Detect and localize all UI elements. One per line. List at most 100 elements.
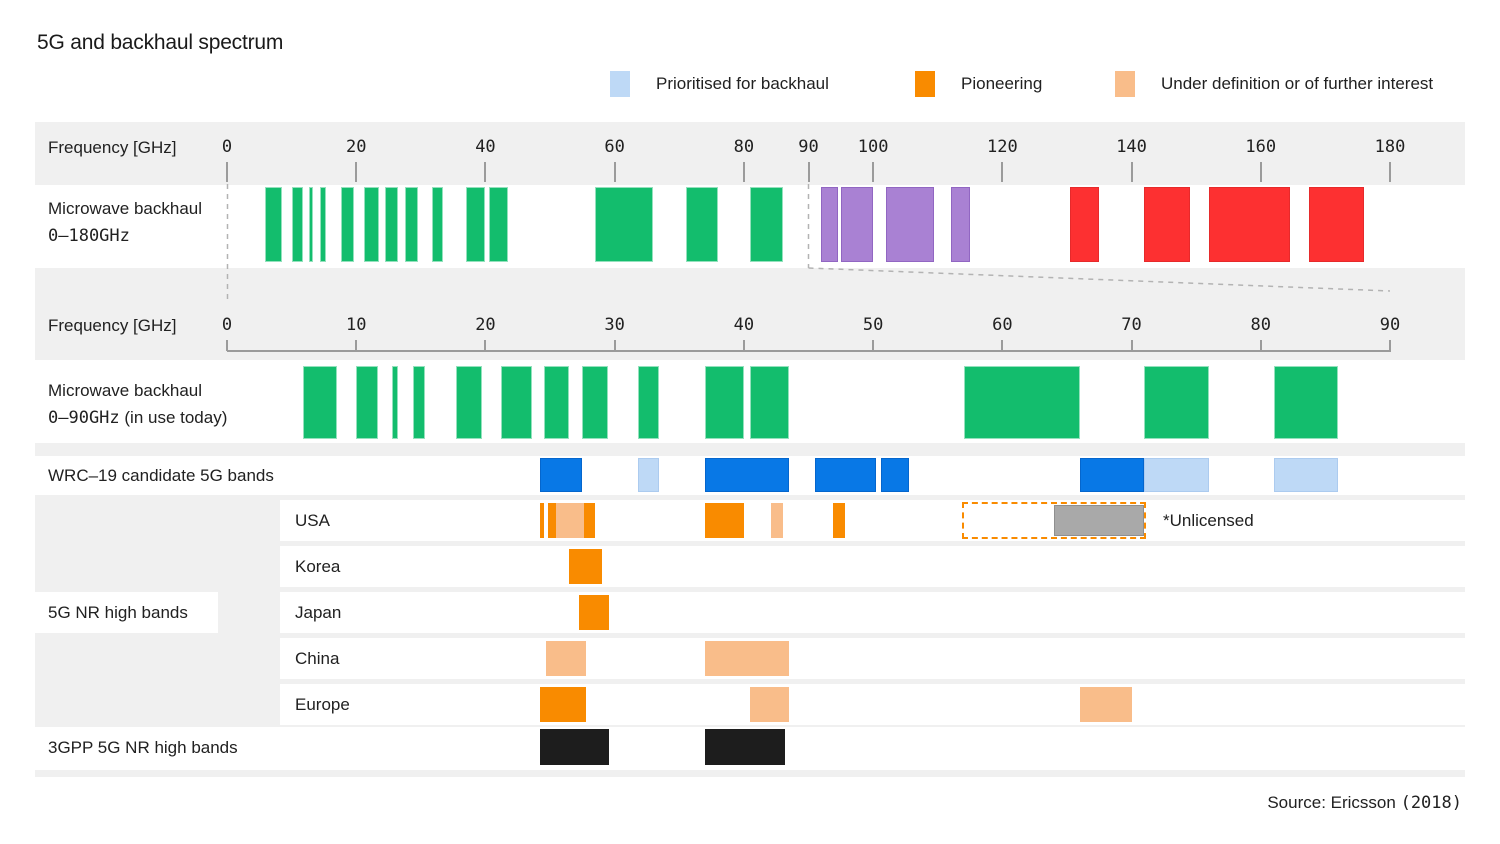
band-mw180-152-164.5ghz <box>1209 187 1290 262</box>
band-mw180-12.75-13.25ghz <box>309 187 313 262</box>
band-mw180-81-86ghz <box>750 187 783 262</box>
band-mw180-92-94.5ghz <box>821 187 838 262</box>
band-mw180-71-76ghz <box>685 187 719 262</box>
legend-label-lightblue: Prioritised for backhaul <box>656 74 829 93</box>
axis-tick-90 <box>1389 340 1391 351</box>
nr-section-label-box: 5G NR high bands <box>35 592 218 633</box>
axis-tick-label-140: 140 <box>1116 137 1147 157</box>
row-label-europe: Europe <box>295 695 350 714</box>
band-mw180-130.5-135ghz <box>1070 187 1100 262</box>
source-text: Source: Ericsson <box>1267 793 1401 812</box>
axis-tick-label-20: 20 <box>345 137 367 157</box>
legend-label-peach: Under definition or of further interest <box>1161 74 1434 93</box>
row-bg-japan <box>280 592 1465 633</box>
axis-tick-30 <box>613 340 616 351</box>
band-wrc-24.25-27.5ghz <box>540 458 583 492</box>
axis-tick-label-180: 180 <box>1374 137 1406 157</box>
axis-tick-label-100: 100 <box>857 137 889 157</box>
band-usa-37-40ghz <box>705 503 744 538</box>
band-mw90-21.2-23.6ghz <box>500 366 532 439</box>
nr-section-label: 5G NR high bands <box>48 603 188 622</box>
band-mw180-17.7-19.7ghz <box>341 187 355 262</box>
axis-tick-180 <box>1389 162 1391 182</box>
axis-tick-label-40: 40 <box>475 137 496 157</box>
axis-tick-label-0: 0 <box>221 315 233 335</box>
band-mw90-81-86ghz <box>1273 366 1339 439</box>
band-wrc-66-71ghz <box>1079 458 1145 492</box>
legend-label-orange: Pioneering <box>961 74 1043 93</box>
row-label-korea: Korea <box>295 557 341 576</box>
band-mw180-102-109.5ghz <box>886 187 935 262</box>
row-label-g3pp-line1: 3GPP 5G NR high bands <box>48 738 238 757</box>
axis-tick-label-20: 20 <box>475 315 496 335</box>
axis-tick-label-60: 60 <box>604 137 625 157</box>
row-label-mw180-line1: Microwave backhaul <box>48 199 203 218</box>
band-usa-25.45-27.6ghz <box>555 503 584 538</box>
row-bg-korea <box>280 546 1465 587</box>
band-wrc-37-43.5ghz <box>705 458 790 492</box>
legend-swatch-orange <box>915 71 935 97</box>
axis-tick-50 <box>872 340 875 351</box>
band-mw90-12.75-13.25ghz <box>391 366 399 439</box>
band-europe-66-70ghz <box>1079 687 1132 722</box>
band-mw90-40.5-43.5ghz <box>750 366 790 439</box>
band-wrc-50.6-52.75ghz <box>880 458 909 492</box>
unlicensed-outline-band <box>961 502 1147 539</box>
band-wrc-45.5-50.2ghz <box>814 458 876 492</box>
bottom-axis-line <box>227 350 1391 352</box>
band-mw180-112-115ghz <box>950 187 971 262</box>
band-mw90-71-76ghz <box>1144 366 1210 439</box>
band-mw90-17.7-19.7ghz <box>455 366 482 439</box>
divider-strip-2 <box>35 770 1465 777</box>
band-mw180-40.5-43.5ghz <box>488 187 509 262</box>
band-mw90-31.8-33.4ghz <box>637 366 659 439</box>
page-title: 5G and backhaul spectrum <box>37 31 284 54</box>
row-label-china: China <box>295 649 340 668</box>
band-japan-27.25-29.6ghz <box>579 595 610 630</box>
band-korea-26.5-29ghz <box>569 549 602 584</box>
axis-tick-40 <box>742 340 745 351</box>
row-label-mw90-suffix: (in use today) <box>119 408 228 427</box>
band-mw90-10-11.7ghz <box>356 366 379 439</box>
row-bg-usa <box>280 500 1465 541</box>
band-usa-24.85-25.45ghz <box>548 503 556 538</box>
band-mw90-27.5-29.5ghz <box>582 366 609 439</box>
row-label-mw180-range: 0–180GHz <box>48 226 130 246</box>
band-mw90-57-66ghz <box>963 366 1080 439</box>
band-usa-46.9-47.8ghz <box>833 503 845 538</box>
axis-tick-160 <box>1259 162 1262 182</box>
band-mw90-24.5-26.5ghz <box>543 366 570 439</box>
band-g3pp-37-43.2ghz <box>705 729 786 765</box>
axis-tick-label-0: 0 <box>221 137 233 157</box>
bottom-axis-label: Frequency [GHz] <box>48 316 177 335</box>
axis-tick-label-70: 70 <box>1121 315 1142 335</box>
band-g3pp-24.25-29.6ghz <box>540 729 610 765</box>
axis-tick-label-90: 90 <box>798 137 819 157</box>
axis-tick-label-10: 10 <box>345 315 367 335</box>
band-mw180-31.8-33.4ghz <box>432 187 443 262</box>
bottom-axis-row-bg <box>35 268 1465 360</box>
axis-tick-100 <box>872 162 875 182</box>
band-mw180-14.4-15.35ghz <box>320 187 327 262</box>
band-mw180-57-66ghz <box>595 187 654 262</box>
row-label-usa: USA <box>295 511 330 530</box>
axis-tick-label-60: 60 <box>992 315 1013 335</box>
row-label-mw90-line2: 0–90GHz (in use today) <box>48 407 227 429</box>
top-axis-label: Frequency [GHz] <box>48 138 177 157</box>
band-mw180-21.2-23.6ghz <box>363 187 380 262</box>
band-mw180-10-11.7ghz <box>291 187 303 262</box>
row-label-mw90-line1: Microwave backhaul <box>48 381 203 400</box>
band-mw90-14.4-15.35ghz <box>413 366 426 439</box>
axis-tick-label-30: 30 <box>604 315 625 335</box>
source-year: (2018) <box>1400 793 1462 813</box>
axis-tick-120 <box>1001 162 1004 182</box>
axis-tick-label-80: 80 <box>1250 315 1272 335</box>
axis-tick-90 <box>807 162 810 182</box>
band-wrc-31.8-33.4ghz <box>637 458 659 492</box>
axis-tick-70 <box>1130 340 1133 351</box>
legend-swatch-peach <box>1115 71 1135 97</box>
axis-tick-label-160: 160 <box>1245 137 1277 157</box>
axis-tick-20 <box>355 162 358 182</box>
band-wrc-71-76ghz <box>1144 458 1210 492</box>
